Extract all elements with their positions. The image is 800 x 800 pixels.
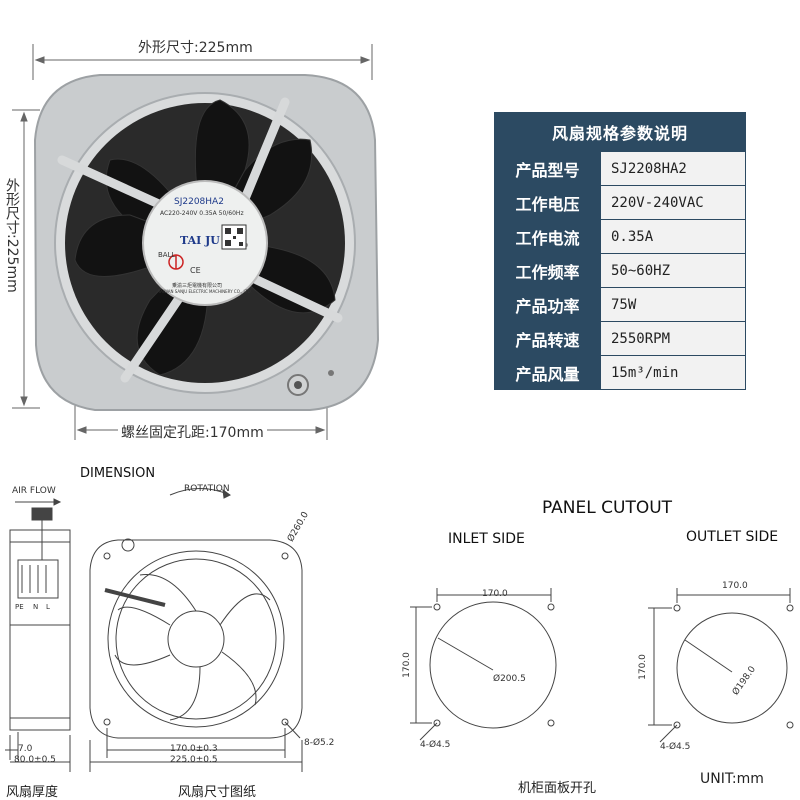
sticker-rating: AC220-240V 0.35A 50/60Hz bbox=[160, 210, 244, 217]
sticker-maker: 乗渝三炬電機有限公司 bbox=[172, 283, 223, 289]
mount-holes-label: 8-Ø5.2 bbox=[304, 738, 335, 748]
spec-value: 75W bbox=[600, 287, 746, 322]
outlet-side-label: OUTLET SIDE bbox=[686, 529, 779, 545]
dimension-title: DIMENSION bbox=[80, 466, 156, 481]
spec-value: SJ2208HA2 bbox=[600, 151, 746, 186]
svg-text:CE: CE bbox=[190, 266, 201, 275]
terminal-l: L bbox=[46, 603, 50, 611]
thickness-label: 80.0±0.5 bbox=[14, 755, 56, 765]
thickness-offset-label: 7.0 bbox=[18, 744, 33, 754]
panel-cutout-title: PANEL CUTOUT bbox=[542, 498, 673, 518]
air-flow-label: AIR FLOW bbox=[12, 486, 56, 496]
terminal-pe: PE bbox=[15, 603, 24, 611]
inlet-diameter-label: Ø200.5 bbox=[493, 674, 526, 684]
panel-cutout-drawing bbox=[410, 588, 794, 743]
spec-value: 220V-240VAC bbox=[600, 185, 746, 220]
spec-key: 产品功率 bbox=[494, 287, 601, 322]
outlet-pitch-label: 170.0 bbox=[722, 581, 748, 591]
svg-text:TAI JU: TAI JU bbox=[180, 234, 220, 247]
size-caption: 风扇尺寸图纸 bbox=[178, 785, 257, 800]
outlet-holes-label: 4-Ø4.5 bbox=[660, 742, 691, 752]
hole-pitch-label: 170.0±0.3 bbox=[170, 744, 218, 754]
width-label: 外形尺寸:225mm bbox=[135, 37, 256, 57]
inlet-holes-label: 4-Ø4.5 bbox=[420, 740, 451, 750]
sticker-model: SJ2208HA2 bbox=[174, 197, 224, 207]
spec-value: 0.35A bbox=[600, 219, 746, 254]
spec-key: 工作电压 bbox=[494, 185, 601, 220]
inlet-side-label: INLET SIDE bbox=[448, 531, 525, 547]
sticker-maker-en: TAIWAN SANJU ELECTRIC MACHINERY CO., LTD… bbox=[158, 289, 252, 294]
unit-label: UNIT:mm bbox=[700, 771, 764, 787]
rotation-label: ROTATION bbox=[184, 484, 230, 494]
spec-value: 50~60HZ bbox=[600, 253, 746, 288]
spec-table-title: 风扇规格参数说明 bbox=[494, 112, 746, 152]
terminal-n: N bbox=[33, 603, 39, 611]
hole-distance-label: 螺丝固定孔距:170mm bbox=[118, 422, 267, 442]
outlet-pitch-v-label: 170.0 bbox=[637, 654, 648, 680]
sticker-bearing: BALL bbox=[158, 251, 176, 259]
spec-key: 产品型号 bbox=[494, 151, 601, 186]
inlet-pitch-label: 170.0 bbox=[482, 589, 508, 599]
spec-key: 产品风量 bbox=[494, 355, 601, 390]
cutout-caption: 机柜面板开孔 bbox=[518, 781, 597, 796]
spec-key: 工作电流 bbox=[494, 219, 601, 254]
overall-size-label: 225.0±0.5 bbox=[170, 755, 218, 765]
fan-photo-dimensions: TAI JU CE bbox=[12, 44, 380, 440]
spec-value: 15m³/min bbox=[600, 355, 746, 390]
spec-value: 2550RPM bbox=[600, 321, 746, 356]
height-label: 外形尺寸:225mm bbox=[2, 178, 22, 293]
thickness-caption: 风扇厚度 bbox=[6, 785, 59, 800]
spec-key: 产品转速 bbox=[494, 321, 601, 356]
inlet-pitch-v-label: 170.0 bbox=[401, 652, 412, 678]
spec-key: 工作频率 bbox=[494, 253, 601, 288]
dimension-drawing bbox=[5, 488, 303, 772]
